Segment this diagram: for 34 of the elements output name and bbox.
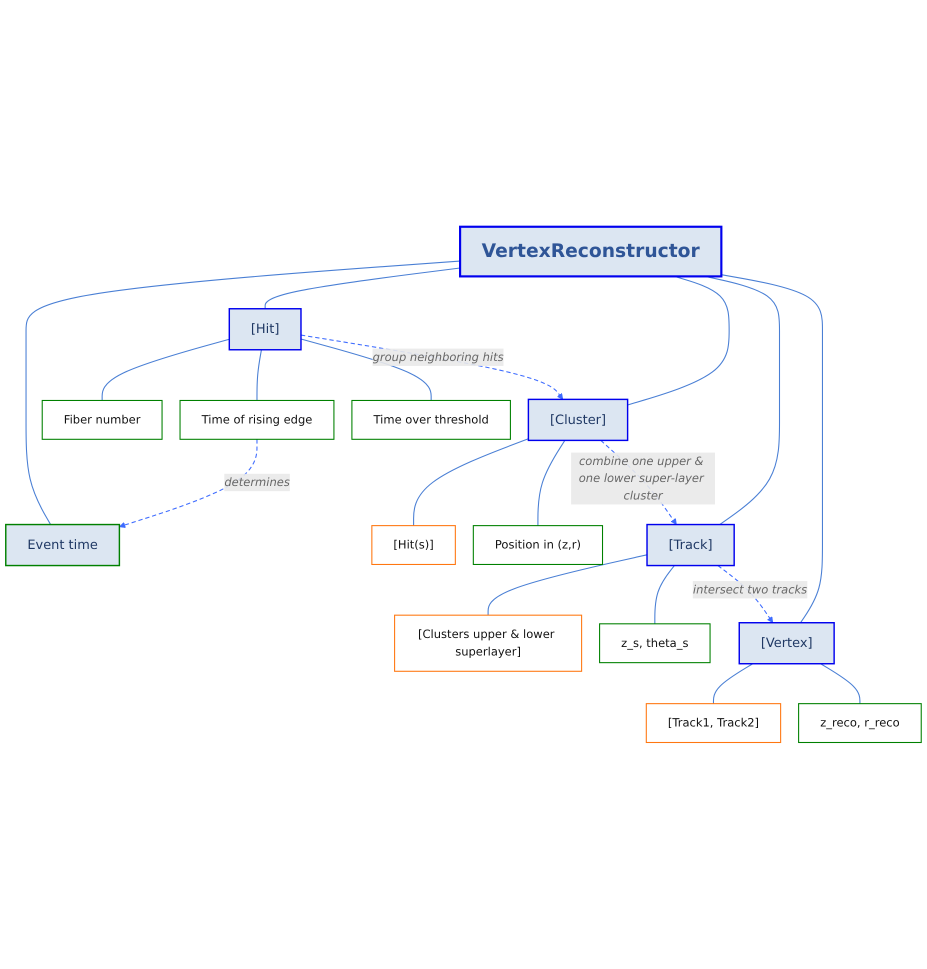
- node-box: [Cluster]: [528, 398, 628, 441]
- node-box: [Hit(s)]: [371, 524, 456, 565]
- node-box: Time over threshold: [351, 400, 511, 440]
- arrow: [119, 439, 258, 528]
- node-box: VertexReconstructor: [459, 226, 722, 278]
- node-box: z_s, theta_s: [599, 623, 711, 664]
- node-box: [Track]: [646, 524, 735, 566]
- edge-label: intersect two tracks: [692, 582, 808, 596]
- connector: [264, 267, 460, 309]
- connector: [712, 663, 754, 704]
- node-box: Time of rising edge: [180, 400, 334, 440]
- node-box: z_reco, r_reco: [798, 703, 922, 743]
- connector: [627, 276, 730, 406]
- edge-label: group neighboring hits: [372, 350, 504, 364]
- connector: [102, 338, 230, 400]
- node-box: [Hit]: [228, 308, 302, 350]
- connector: [820, 663, 860, 704]
- edge-label: combine one upper & one lower super-layer cluster: [578, 454, 704, 502]
- connector: [654, 565, 675, 624]
- node-box: Event time: [5, 524, 120, 566]
- node-box: [Clusters upper & lower superlayer]: [394, 614, 582, 672]
- node-box: [Vertex]: [738, 622, 835, 664]
- connector: [256, 350, 262, 400]
- connector: [537, 440, 566, 526]
- node-box: Position in (z,r): [472, 524, 604, 565]
- connector: [413, 438, 529, 526]
- connector: [26, 260, 460, 525]
- connector: [721, 274, 823, 623]
- arrow: [300, 334, 564, 400]
- node-box: Fiber number: [42, 400, 163, 440]
- edge-label: determines: [224, 475, 290, 489]
- connector: [300, 338, 432, 400]
- connector: [488, 554, 648, 616]
- node-box: [Track1, Track2]: [646, 703, 782, 743]
